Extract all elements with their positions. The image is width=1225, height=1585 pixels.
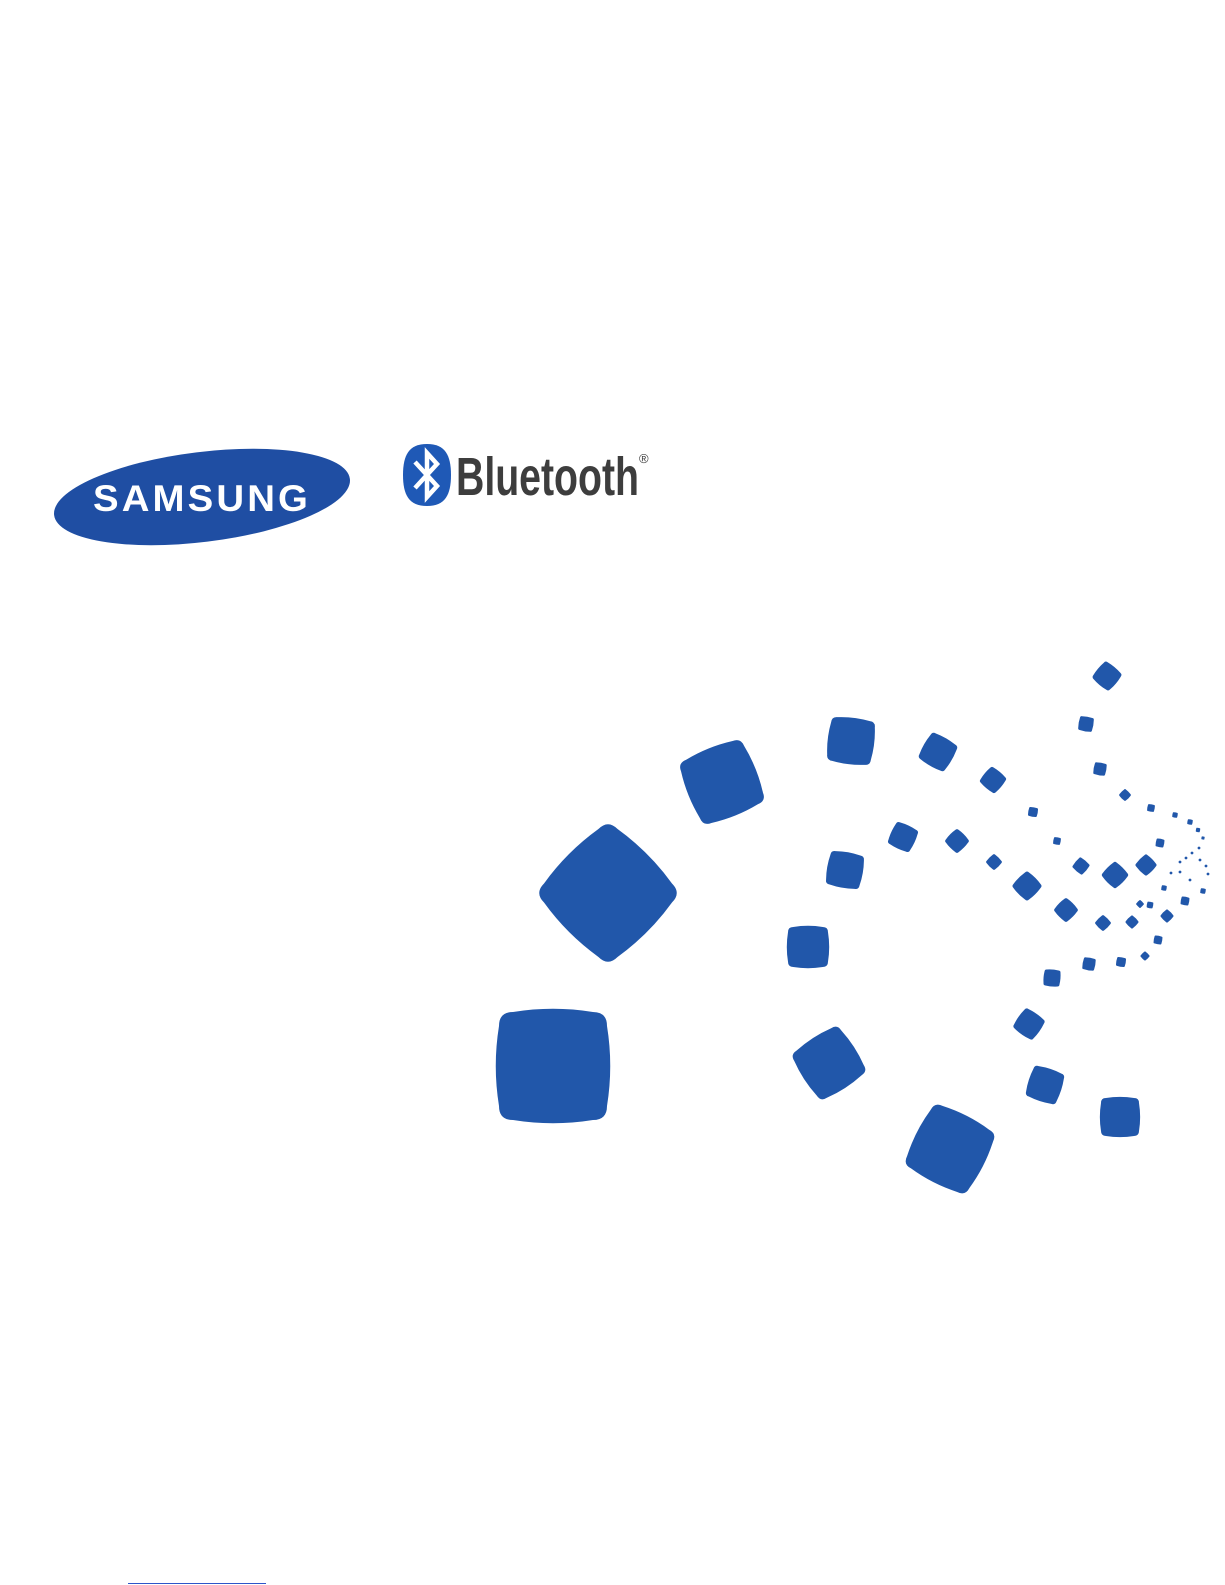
pattern-square [1118, 788, 1131, 801]
pattern-dot [1179, 871, 1182, 874]
pattern-square [1161, 885, 1167, 891]
pattern-square [675, 735, 769, 829]
pattern-square [1053, 837, 1062, 846]
pattern-square [1053, 897, 1080, 924]
pattern-square [1200, 888, 1206, 894]
pattern-dot [1207, 873, 1210, 876]
pattern-dot [1191, 852, 1194, 855]
pattern-square [1140, 951, 1150, 961]
pattern-square [824, 849, 866, 891]
pattern-square [1071, 856, 1090, 875]
pattern-square [1134, 853, 1158, 877]
pattern-square [1196, 828, 1201, 833]
pattern-dot [1170, 872, 1173, 875]
pattern-square [1093, 762, 1108, 777]
pattern-square [1147, 804, 1156, 813]
bottom-link-underline [128, 1583, 266, 1584]
pattern-square [1115, 956, 1126, 967]
pattern-dot [1198, 847, 1201, 850]
pattern-square [1027, 806, 1038, 817]
pattern-square [1136, 900, 1145, 909]
pattern-square [1082, 957, 1097, 972]
pattern-square [1077, 715, 1094, 732]
pattern-square [900, 1099, 1000, 1199]
pattern-square [1172, 812, 1178, 818]
pattern-square [1043, 969, 1061, 987]
pattern-square [1160, 909, 1175, 924]
pattern-dot [1189, 879, 1192, 882]
pattern-square [530, 815, 686, 971]
pattern-dot [1185, 857, 1188, 860]
pattern-square [1094, 914, 1112, 932]
pattern-dot [1199, 859, 1202, 862]
pattern-square [1024, 1064, 1067, 1107]
pattern-square [1155, 838, 1165, 848]
pattern-square [1091, 660, 1124, 693]
pattern-square [1100, 1097, 1140, 1137]
pattern-square [886, 820, 920, 854]
pattern-square [1011, 1006, 1046, 1041]
pattern-square [944, 828, 971, 855]
pattern-square [1011, 870, 1044, 903]
pattern-square [787, 926, 829, 968]
pattern-square [978, 765, 1008, 795]
pattern-square [1153, 935, 1163, 945]
pattern-square [1180, 896, 1190, 906]
pattern-square [1125, 915, 1140, 930]
pattern-square [916, 730, 959, 773]
pattern-dot [1179, 861, 1182, 864]
pattern-square [985, 853, 1003, 871]
pattern-square [496, 1009, 610, 1123]
pattern-square [1201, 836, 1205, 840]
pattern-square [788, 1022, 870, 1104]
pattern-square [1100, 860, 1130, 890]
pattern-square [825, 715, 877, 767]
pattern-dot [1205, 865, 1208, 868]
pattern-square [1146, 901, 1153, 908]
pattern-square [1187, 819, 1193, 825]
